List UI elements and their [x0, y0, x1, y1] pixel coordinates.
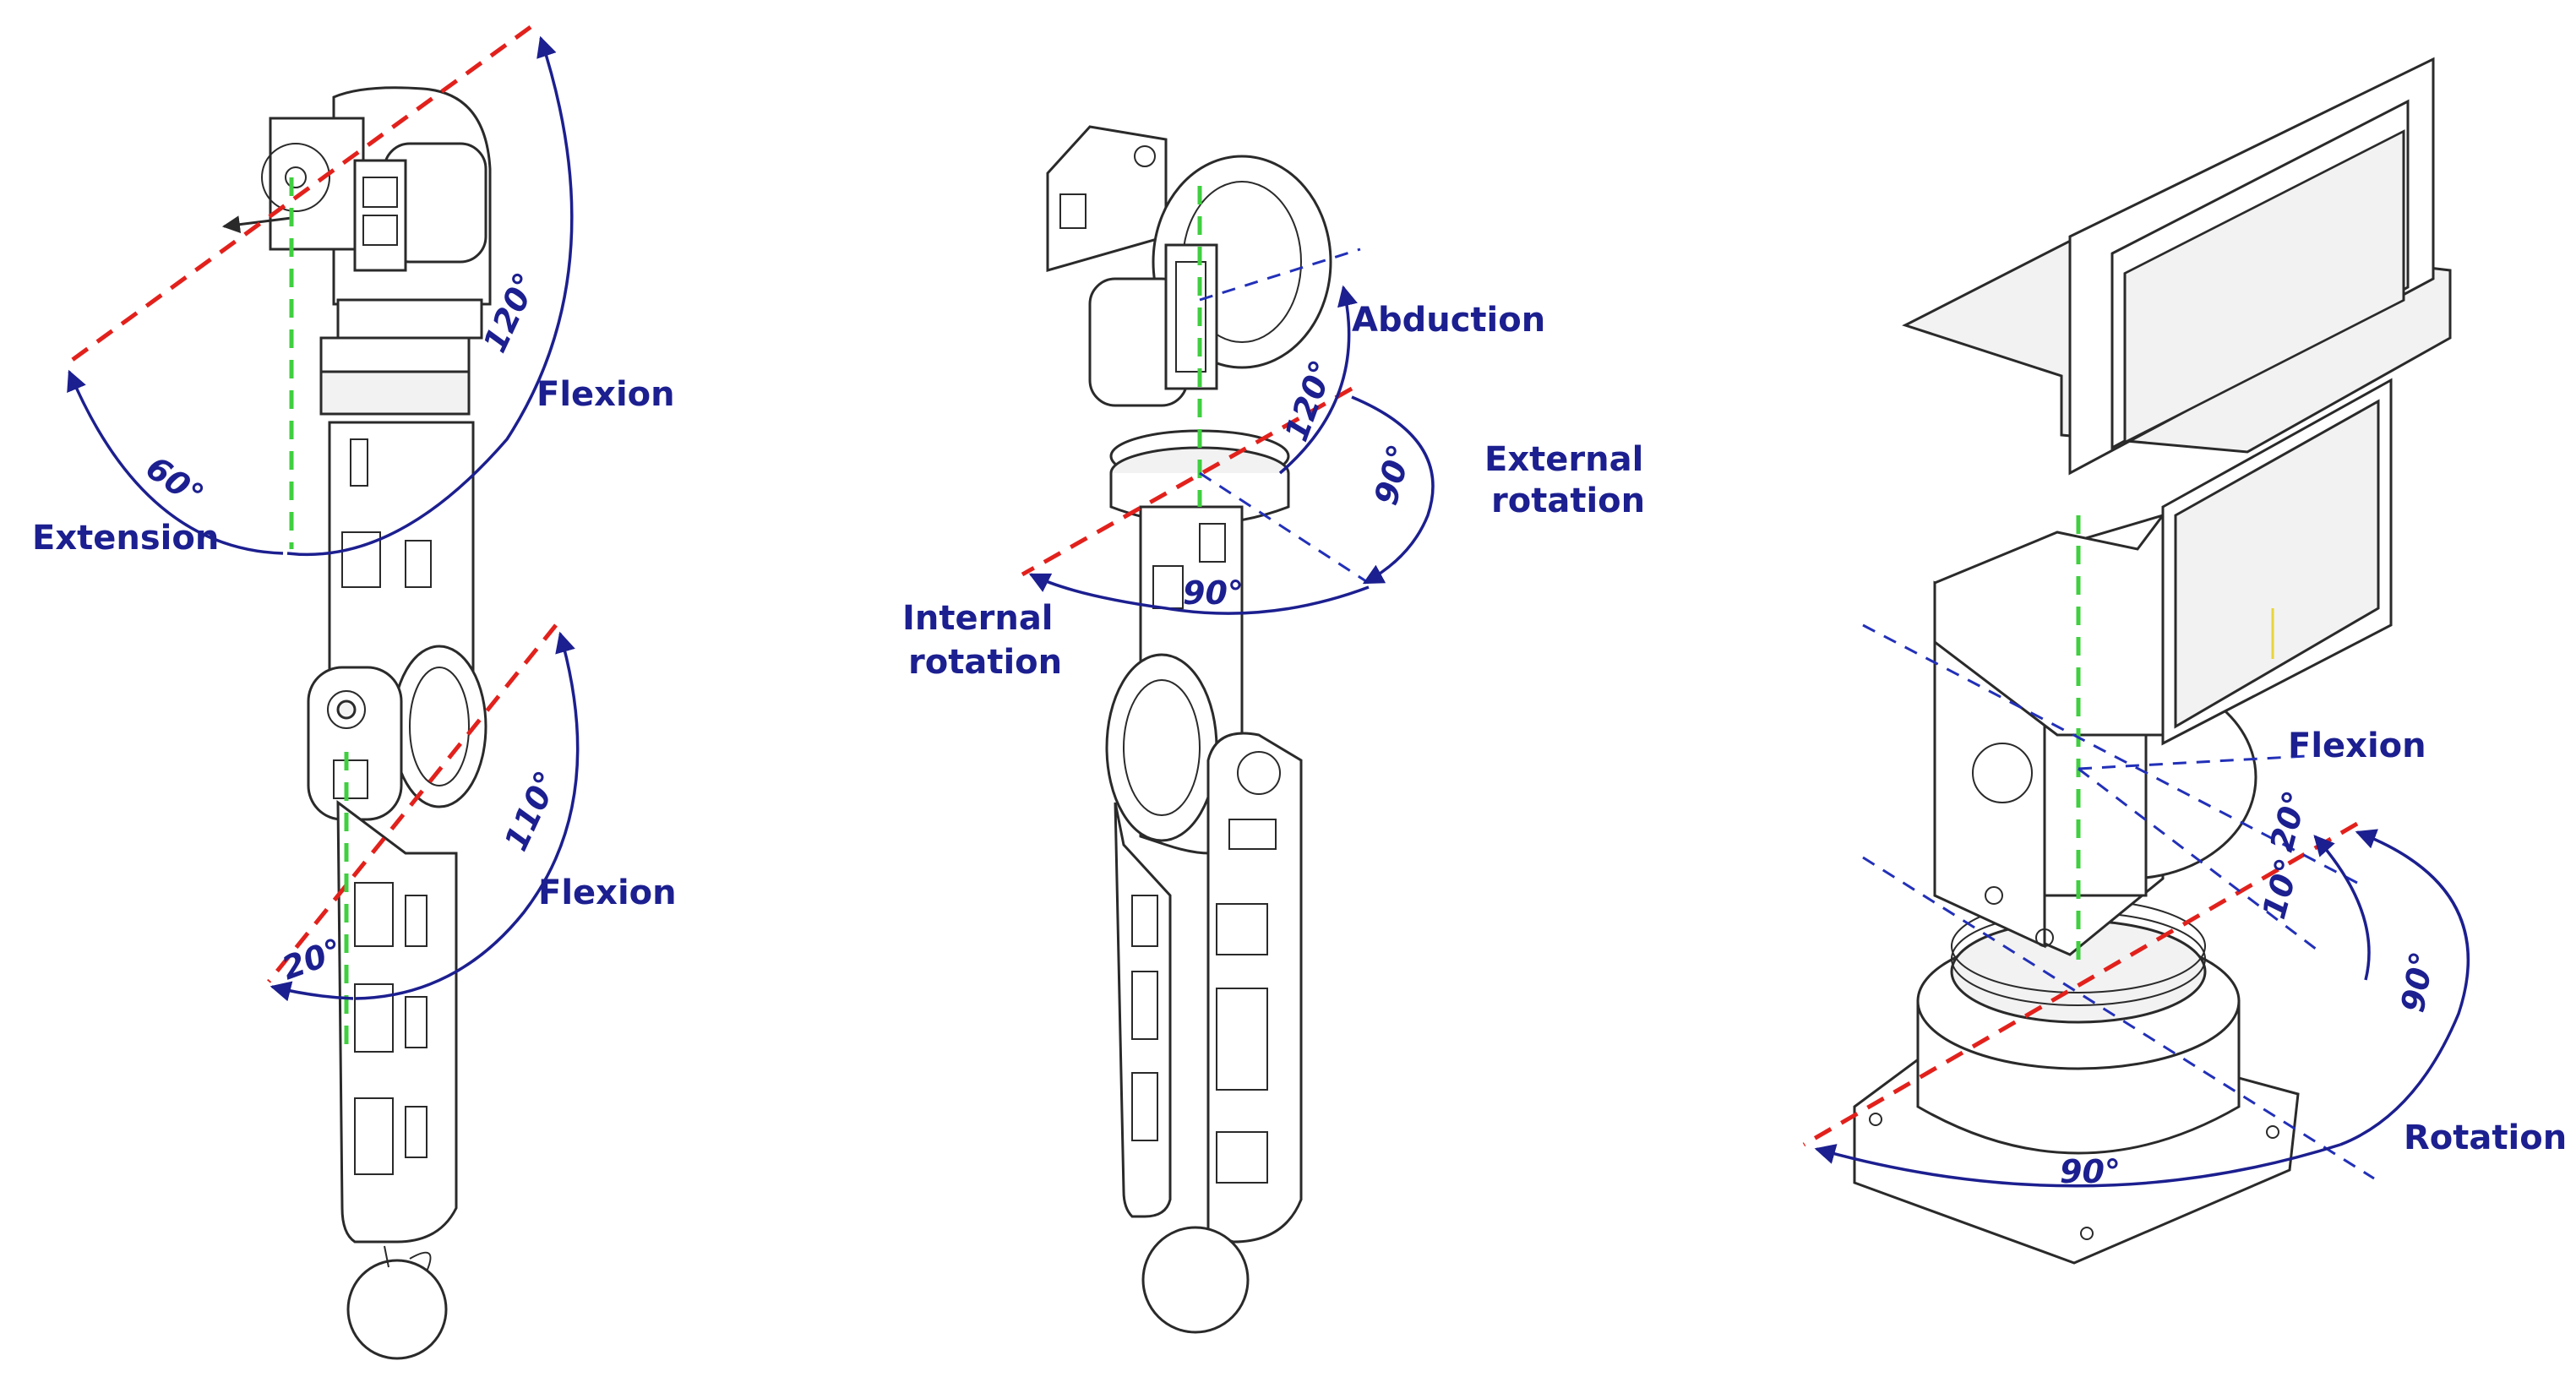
- external-rotation-label-1: External: [1484, 440, 1643, 479]
- right-base-drawing: [1853, 57, 2452, 1265]
- internal-rotation-arc: [1028, 573, 1370, 615]
- rotation-side-arc: [2339, 829, 2470, 1146]
- abduction-angle: 120°: [1277, 356, 1341, 446]
- elbow-flexion-arc: [354, 631, 580, 1000]
- middle-blue-axis-upper: [1199, 248, 1361, 302]
- elbow-extension-arc: [270, 981, 354, 1002]
- flexion-label: Flexion: [2288, 727, 2426, 765]
- left-arm-view: Flexion 120° Extension 60° Flexion 110° …: [32, 24, 677, 1360]
- rotation-bottom-arc: [1814, 1143, 2341, 1188]
- flexion-arc: [2313, 835, 2371, 981]
- external-rotation-angle: 90°: [1367, 441, 1419, 509]
- rotation-bottom-angle: 90°: [2060, 1153, 2121, 1190]
- left-shoulder-red-axis: [66, 24, 532, 366]
- external-rotation-label-2: rotation: [1491, 482, 1645, 520]
- middle-arm-drawing: [1046, 125, 1332, 1334]
- rotation-label: Rotation: [2404, 1118, 2567, 1157]
- external-rotation-arc: [1351, 395, 1435, 585]
- right-blue-axis-3: [2078, 767, 2324, 956]
- shoulder-extension-label: Extension: [32, 519, 219, 558]
- elbow-flexion-angle: 110°: [497, 765, 565, 857]
- middle-arm-view: Abduction 120° External rotation 90° Int…: [902, 125, 1645, 1334]
- right-blue-axis-2: [1862, 856, 2375, 1180]
- right-red-axis: [1802, 821, 2359, 1147]
- left-arm-drawing: [221, 86, 492, 1360]
- internal-rotation-label-1: Internal: [902, 599, 1054, 638]
- shoulder-flexion-label: Flexion: [536, 375, 675, 414]
- abduction-label: Abduction: [1352, 301, 1545, 340]
- flexion-angle: 20°: [2263, 787, 2314, 856]
- abduction-arc: [1278, 285, 1358, 475]
- shoulder-flexion-arc: [286, 35, 574, 557]
- shoulder-extension-angle: 60°: [139, 449, 210, 514]
- elbow-flexion-label: Flexion: [538, 874, 677, 912]
- right-blue-axis-4: [2078, 754, 2307, 770]
- extension-angle: 10°: [2255, 855, 2306, 923]
- elbow-extension-angle: 20°: [277, 932, 347, 988]
- rotation-side-angle: 90°: [2394, 949, 2442, 1015]
- shoulder-extension-arc: [67, 369, 284, 555]
- middle-blue-axis-lower: [1199, 471, 1370, 585]
- internal-rotation-angle: 90°: [1183, 574, 1244, 612]
- internal-rotation-label-2: rotation: [908, 643, 1062, 682]
- left-elbow-red-axis: [267, 623, 558, 983]
- middle-red-axis: [1021, 386, 1353, 577]
- right-base-view: Flexion 20° 10° Rotation 90° 90°: [1802, 57, 2567, 1265]
